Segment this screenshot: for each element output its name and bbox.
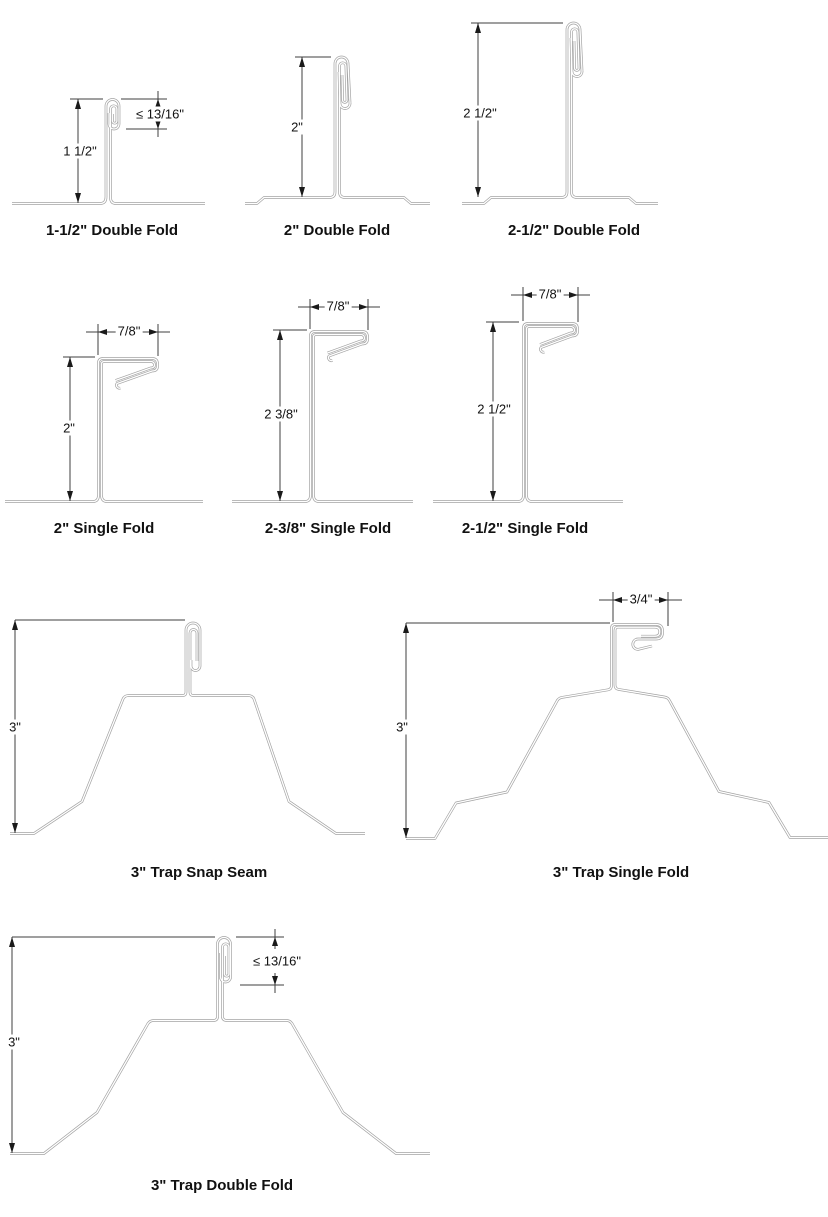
profile-7-dimensions <box>12 619 185 833</box>
dim-label-height-4: 2" <box>61 420 77 436</box>
profile-caption-9: 3" Trap Double Fold <box>150 1177 294 1194</box>
profile-caption-4: 2" Single Fold <box>53 520 155 537</box>
dim-label-height-5: 2 3/8" <box>262 406 300 422</box>
dim-label-width-6: 7/8" <box>536 286 564 302</box>
profile-caption-8: 3" Trap Single Fold <box>552 864 690 881</box>
profile-9-dimensions <box>9 929 284 1153</box>
profile-caption-3: 2-1/2" Double Fold <box>507 222 641 239</box>
profile-caption-6: 2-1/2" Single Fold <box>461 520 589 537</box>
profile-4-dimensions <box>63 324 170 501</box>
dim-label-height-9: 3" <box>6 1034 22 1050</box>
dim-label-width-4: 7/8" <box>115 323 143 339</box>
dim-label-height-3: 2 1/2" <box>461 105 499 121</box>
dim-label-width-8: 3/4" <box>627 591 655 607</box>
dim-label-height-1: 1 1/2" <box>61 143 99 159</box>
dim-label-height-7: 3" <box>7 719 23 735</box>
profile-caption-7: 3" Trap Snap Seam <box>130 864 268 881</box>
dim-label-height-8: 3" <box>394 719 410 735</box>
metal-outlines <box>3 21 828 1155</box>
profile-6-dimensions <box>486 287 590 501</box>
profile-5-dimensions <box>273 299 380 501</box>
dim-label-width-5: 7/8" <box>324 298 352 314</box>
profile-caption-2: 2" Double Fold <box>283 222 391 239</box>
profile-caption-5: 2-3/8" Single Fold <box>264 520 392 537</box>
profile-8-dimensions <box>403 592 682 838</box>
dim-label-height-6: 2 1/2" <box>475 401 513 417</box>
dim-label-fold-9: ≤ 13/16" <box>251 953 303 969</box>
profile-caption-1: 1-1/2" Double Fold <box>45 222 179 239</box>
dim-label-height-2: 2" <box>289 119 305 135</box>
dim-label-fold-1: ≤ 13/16" <box>134 106 186 122</box>
